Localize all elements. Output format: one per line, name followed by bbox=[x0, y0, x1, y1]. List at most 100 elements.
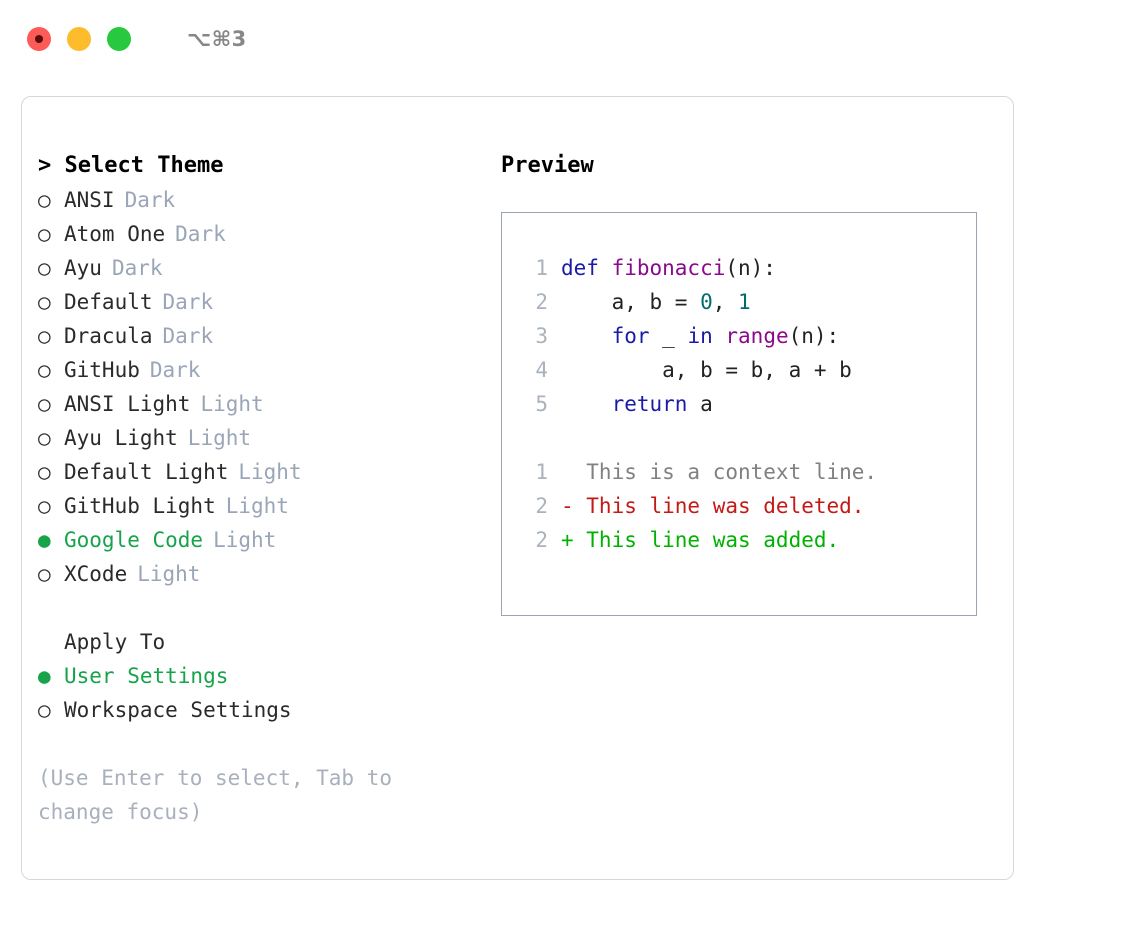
theme-option-tag: Light bbox=[238, 460, 302, 484]
apply-to-label: Apply To bbox=[64, 630, 166, 654]
code-token-num: 1 bbox=[738, 290, 751, 314]
keyboard-hint: (Use Enter to select, Tab to change focu… bbox=[38, 761, 448, 829]
line-number: 4 bbox=[535, 358, 548, 382]
maximize-button[interactable] bbox=[107, 27, 131, 51]
radio-unselected-icon: ○ bbox=[38, 562, 51, 586]
code-token-fn: fibonacci bbox=[611, 256, 726, 280]
theme-option-tag: Light bbox=[225, 494, 289, 518]
diff-line: 2 - This line was deleted. bbox=[520, 489, 976, 523]
select-theme-heading: > Select Theme bbox=[38, 149, 478, 183]
code-line-text: This is a context line. bbox=[561, 455, 877, 489]
radio-unselected-icon: ○ bbox=[38, 426, 51, 450]
radio-unselected-icon: ○ bbox=[38, 392, 51, 416]
apply-to-marker-spacer bbox=[38, 625, 64, 659]
code-token-num: 0 bbox=[700, 290, 713, 314]
diff-line: 1 This is a context line. bbox=[520, 455, 976, 489]
apply-to-option-label: User Settings bbox=[64, 664, 229, 688]
code-line-text: a, b = b, a + b bbox=[561, 353, 852, 387]
close-button[interactable] bbox=[27, 27, 51, 51]
apply-to-heading: Apply To bbox=[38, 625, 478, 659]
code-token-kw: in bbox=[687, 324, 726, 348]
code-line-text: + This line was added. bbox=[561, 523, 839, 557]
code-token-pl: , bbox=[712, 290, 739, 314]
radio-unselected-icon: ○ bbox=[38, 324, 51, 348]
theme-option-label: ANSI Light bbox=[64, 392, 191, 416]
theme-option-ansi-light[interactable]: ○ ANSI Light Light bbox=[38, 387, 478, 421]
code-line: 2 a, b = 0, 1 bbox=[520, 285, 976, 319]
line-number: 2 bbox=[535, 494, 548, 518]
theme-option-tag: Dark bbox=[124, 188, 176, 212]
code-token-pl: a, b = bbox=[561, 290, 701, 314]
theme-option-tag: Dark bbox=[175, 222, 226, 246]
theme-option-google-code[interactable]: ● Google Code Light bbox=[38, 523, 478, 557]
preview-heading: Preview bbox=[501, 153, 594, 178]
code-diff-separator bbox=[520, 421, 976, 455]
diff-sample: 1 This is a context line. 2 - This line wa… bbox=[520, 455, 976, 557]
apply-to-option-user-settings[interactable]: ● User Settings bbox=[38, 659, 478, 693]
theme-option-label: Default Light bbox=[64, 460, 229, 484]
theme-option-tag: Light bbox=[200, 392, 264, 416]
apply-to-option-workspace-settings[interactable]: ○ Workspace Settings bbox=[38, 693, 478, 727]
title-bar: ⌥⌘3 bbox=[0, 0, 1140, 78]
theme-option-label: XCode bbox=[64, 562, 128, 586]
line-number: 3 bbox=[535, 324, 548, 348]
code-token-kw: return bbox=[561, 392, 701, 416]
theme-option-tag: Dark bbox=[149, 358, 201, 382]
select-theme-label: Select Theme bbox=[64, 153, 224, 178]
radio-unselected-icon: ○ bbox=[38, 358, 51, 382]
code-token-add: + This line was added. bbox=[561, 528, 840, 552]
theme-option-tag: Light bbox=[137, 562, 201, 586]
theme-option-label: Default bbox=[64, 290, 153, 314]
apply-to-option-list: ● User Settings ○ Workspace Settings bbox=[38, 659, 478, 727]
keyboard-hint-line2: change focus) bbox=[38, 800, 203, 824]
radio-unselected-icon: ○ bbox=[38, 256, 51, 280]
theme-option-tag: Dark bbox=[111, 256, 163, 280]
prompt-marker-icon: > bbox=[38, 153, 52, 178]
keyboard-hint-line1: (Use Enter to select, Tab to bbox=[38, 766, 393, 790]
line-number: 2 bbox=[535, 290, 548, 314]
code-token-pl: (n): bbox=[788, 324, 840, 348]
theme-option-label: Google Code bbox=[64, 528, 204, 552]
diff-line: 2+ This line was added. bbox=[520, 523, 976, 557]
radio-unselected-icon: ○ bbox=[38, 188, 51, 212]
radio-selected-icon: ● bbox=[38, 664, 51, 688]
minimize-button[interactable] bbox=[67, 27, 91, 51]
code-token-ctx: This is a context line. bbox=[561, 460, 878, 484]
code-token-pl: _ bbox=[662, 324, 688, 348]
code-token-del: - This line was deleted. bbox=[561, 494, 865, 518]
theme-option-tag: Light bbox=[213, 528, 277, 552]
code-token-kw: for bbox=[561, 324, 663, 348]
code-line: 3 for _ in range(n): bbox=[520, 319, 976, 353]
theme-option-xcode[interactable]: ○ XCode Light bbox=[38, 557, 478, 591]
code-line-text: def fibonacci(n): bbox=[561, 251, 776, 285]
theme-option-label: Ayu Light bbox=[64, 426, 178, 450]
radio-selected-icon: ● bbox=[38, 528, 51, 552]
line-number: 5 bbox=[535, 392, 548, 416]
apply-to-option-label: Workspace Settings bbox=[64, 698, 292, 722]
code-token-pl: a bbox=[700, 392, 713, 416]
code-line-text: - This line was deleted. bbox=[561, 489, 864, 523]
theme-option-tag: Light bbox=[187, 426, 252, 450]
code-token-fn: range bbox=[725, 324, 789, 348]
theme-option-ayu-light[interactable]: ○ Ayu Light Light bbox=[38, 421, 478, 455]
theme-option-label: Ayu bbox=[64, 256, 102, 280]
theme-option-ayu[interactable]: ○ Ayu Dark bbox=[38, 251, 478, 285]
code-token-pl: (n): bbox=[725, 256, 776, 280]
line-number: 1 bbox=[535, 460, 548, 484]
radio-unselected-icon: ○ bbox=[38, 698, 51, 722]
code-line: 5 return a bbox=[520, 387, 976, 421]
